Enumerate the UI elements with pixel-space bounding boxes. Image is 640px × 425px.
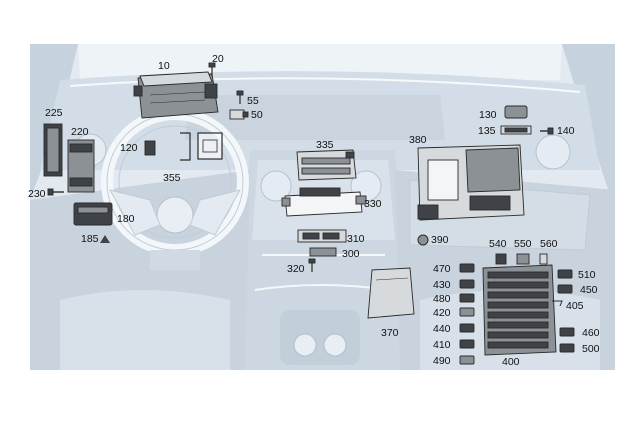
part-355-bracket <box>180 132 223 161</box>
part-220-module <box>67 139 95 193</box>
label-405: 405 <box>566 300 584 312</box>
label-135: 135 <box>478 125 496 137</box>
part-390-plug <box>417 234 429 246</box>
label-410: 410 <box>433 339 451 351</box>
part-55-pin <box>236 90 244 104</box>
label-540: 540 <box>489 238 507 250</box>
label-130: 130 <box>479 109 497 121</box>
label-560: 560 <box>540 238 558 250</box>
part-335-module <box>296 149 357 181</box>
part-320-pin <box>308 258 316 272</box>
label-480: 480 <box>433 293 451 305</box>
part-10-control-unit <box>133 71 219 119</box>
part-180-module <box>73 202 113 226</box>
part-510-relay <box>557 269 573 279</box>
label-490: 490 <box>433 355 451 367</box>
part-labels: 10 20 55 50 225 220 120 355 230 180 185 … <box>28 53 600 368</box>
label-55: 55 <box>247 95 259 107</box>
part-230-bolt <box>47 188 64 196</box>
part-500-relay <box>559 343 575 353</box>
part-480-relay <box>459 293 475 303</box>
label-370: 370 <box>381 327 399 339</box>
part-420-relay <box>459 307 475 317</box>
label-400: 400 <box>502 356 520 368</box>
part-560-relay <box>539 253 548 265</box>
part-380-module <box>417 144 525 221</box>
part-540-relay <box>495 253 507 265</box>
label-335: 335 <box>316 139 334 151</box>
label-500: 500 <box>582 343 600 355</box>
label-230: 230 <box>28 188 46 200</box>
part-330-panel <box>281 187 367 217</box>
label-355: 355 <box>163 172 181 184</box>
label-380: 380 <box>409 134 427 146</box>
label-450: 450 <box>580 284 598 296</box>
part-410-relay <box>459 339 475 349</box>
label-180: 180 <box>117 213 135 225</box>
part-310-module <box>297 229 347 243</box>
part-405-connector <box>552 300 563 307</box>
part-120-connector <box>144 140 156 156</box>
label-220: 220 <box>71 126 89 138</box>
label-320: 320 <box>287 263 305 275</box>
part-140-bolt <box>540 127 554 135</box>
part-550-relay <box>516 253 530 265</box>
label-120: 120 <box>120 142 138 154</box>
part-130-module <box>504 105 528 119</box>
label-430: 430 <box>433 279 451 291</box>
part-430-relay <box>459 279 475 289</box>
label-140: 140 <box>557 125 575 137</box>
part-490-relay <box>459 355 475 365</box>
part-50-sensor <box>229 109 249 120</box>
label-420: 420 <box>433 307 451 319</box>
part-185-screw <box>100 235 110 243</box>
part-370-module <box>367 267 415 319</box>
label-510: 510 <box>578 269 596 281</box>
part-440-relay <box>459 323 475 333</box>
label-225: 225 <box>45 107 63 119</box>
label-185: 185 <box>81 233 99 245</box>
part-450-relay <box>557 284 573 294</box>
part-20-screw <box>208 62 216 76</box>
part-460-relay <box>559 327 575 337</box>
label-10: 10 <box>158 60 170 72</box>
label-310: 310 <box>347 233 365 245</box>
label-330: 330 <box>364 198 382 210</box>
label-20: 20 <box>212 53 224 65</box>
label-470: 470 <box>433 263 451 275</box>
part-400-fuse-box <box>482 264 557 356</box>
label-300: 300 <box>342 248 360 260</box>
label-50: 50 <box>251 109 263 121</box>
part-300-connector <box>309 247 337 257</box>
part-135-bracket <box>500 125 532 135</box>
part-470-relay <box>459 263 475 273</box>
label-390: 390 <box>431 234 449 246</box>
label-550: 550 <box>514 238 532 250</box>
label-440: 440 <box>433 323 451 335</box>
part-225-module <box>43 123 63 177</box>
dashboard-background <box>30 44 615 370</box>
label-460: 460 <box>582 327 600 339</box>
